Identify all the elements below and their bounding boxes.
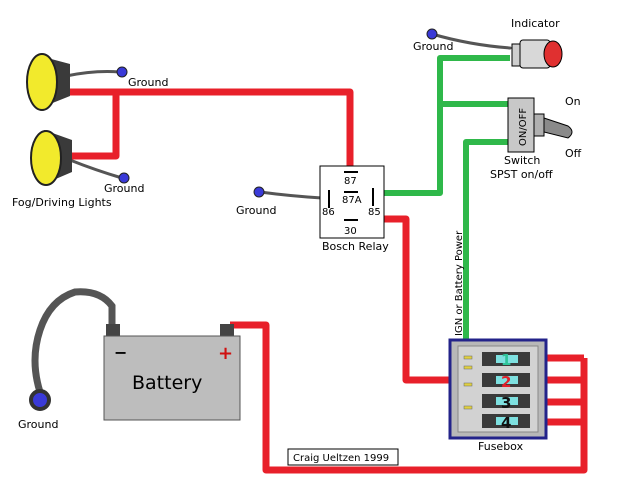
- switch-to-relay-85-wire: [374, 104, 443, 196]
- fog-lights-label: Fog/Driving Lights: [12, 196, 112, 209]
- battery: − + Battery: [103, 324, 241, 421]
- fog-light-bottom-lens: [30, 130, 62, 186]
- indicator-label: Indicator: [511, 17, 560, 30]
- battery-negative-symbol: −: [114, 343, 127, 362]
- fog-top-ground-wire: [64, 70, 122, 78]
- fog-light-top-lens: [26, 53, 58, 111]
- relay: 87 87A 86 85 30: [319, 165, 385, 239]
- battery-positive-symbol: +: [218, 343, 233, 364]
- ground-wires: [31, 32, 512, 396]
- battery-ground-wire: [31, 288, 116, 396]
- ground-terminal-fog-top: [116, 66, 128, 78]
- ground-label-battery: Ground: [18, 418, 58, 431]
- relay-pin-87-label: 87: [344, 176, 357, 187]
- ground-terminal-battery: [29, 389, 51, 411]
- ground-label-relay: Ground: [236, 204, 276, 217]
- switch-on-label: On: [565, 95, 581, 108]
- switch-collar: [533, 113, 545, 137]
- fuse-number-1: 1: [501, 351, 511, 369]
- battery-body: [103, 335, 241, 421]
- fusebox-tab-2: [463, 365, 473, 370]
- relay-pin-85-label: 85: [368, 207, 381, 218]
- relay-pin-87a-label: 87A: [342, 195, 362, 206]
- indicator-to-switch-wire: [437, 55, 510, 107]
- power-wires: [70, 88, 588, 474]
- credit-box: [287, 448, 399, 466]
- battery-label: Battery: [132, 372, 202, 394]
- ground-terminal-indicator: [426, 28, 438, 40]
- fuse-blade-2: [496, 376, 518, 384]
- battery-positive-to-fusebox-wire: [230, 321, 588, 474]
- battery-negative-post: [106, 324, 120, 338]
- credit-label: Craig Ueltzen 1999: [293, 453, 389, 464]
- fuse-blade-1: [496, 355, 518, 363]
- relay-pin-30-label: 30: [344, 226, 357, 237]
- fuse-number-3: 3: [501, 394, 511, 412]
- indicator-ground-wire: [430, 32, 512, 50]
- fog-to-relay-87-wire: [70, 88, 354, 172]
- switch-body: [507, 97, 535, 153]
- indicator-lamp-lens: [543, 40, 563, 68]
- fuse-number-2: 2: [501, 373, 511, 391]
- fog-light-bottom: [30, 130, 72, 186]
- switch-off-label: Off: [565, 147, 582, 160]
- switch-type-label: SPST on/off: [490, 168, 553, 181]
- indicator-lamp-base: [511, 43, 521, 67]
- toggle-switch: ON/OFF: [507, 97, 573, 153]
- fusebox: 1 2 3 4: [448, 338, 548, 440]
- fuse-bus-bar: [528, 354, 584, 426]
- ground-label-indicator: Ground: [413, 40, 453, 53]
- fog-bottom-ground-wire: [68, 158, 124, 180]
- fuse-blade-3: [496, 397, 518, 405]
- fusebox-side-tabs: [463, 355, 473, 410]
- battery-positive-post: [220, 324, 234, 338]
- fuse-number-4: 4: [501, 414, 511, 432]
- fusebox-tab-4: [463, 405, 473, 410]
- ground-terminal-fog-bottom: [118, 172, 130, 184]
- relay-label: Bosch Relay: [322, 240, 389, 253]
- switch-label: Switch: [504, 154, 540, 167]
- ground-label-fog-bottom: Ground: [104, 182, 144, 195]
- fog-jumper-wire: [72, 92, 120, 160]
- fusebox-label: Fusebox: [478, 440, 524, 453]
- ground-label-fog-top: Ground: [128, 76, 168, 89]
- fog-light-top: [26, 53, 70, 111]
- switch-lever: [543, 117, 573, 139]
- fuse-blades: [496, 355, 518, 425]
- ground-terminal-relay: [253, 186, 265, 198]
- ign-power-label: IGN or Battery Power: [454, 230, 465, 336]
- switch-wires: [374, 55, 510, 361]
- fusebox-tab-1: [463, 355, 473, 360]
- relay-pin-86-label: 86: [322, 207, 335, 218]
- indicator-lamp: [511, 39, 563, 69]
- fusebox-tab-3: [463, 382, 473, 387]
- fuse-blade-4: [496, 417, 518, 425]
- relay-ground-wire: [258, 190, 324, 200]
- switch-face-label: ON/OFF: [518, 108, 529, 146]
